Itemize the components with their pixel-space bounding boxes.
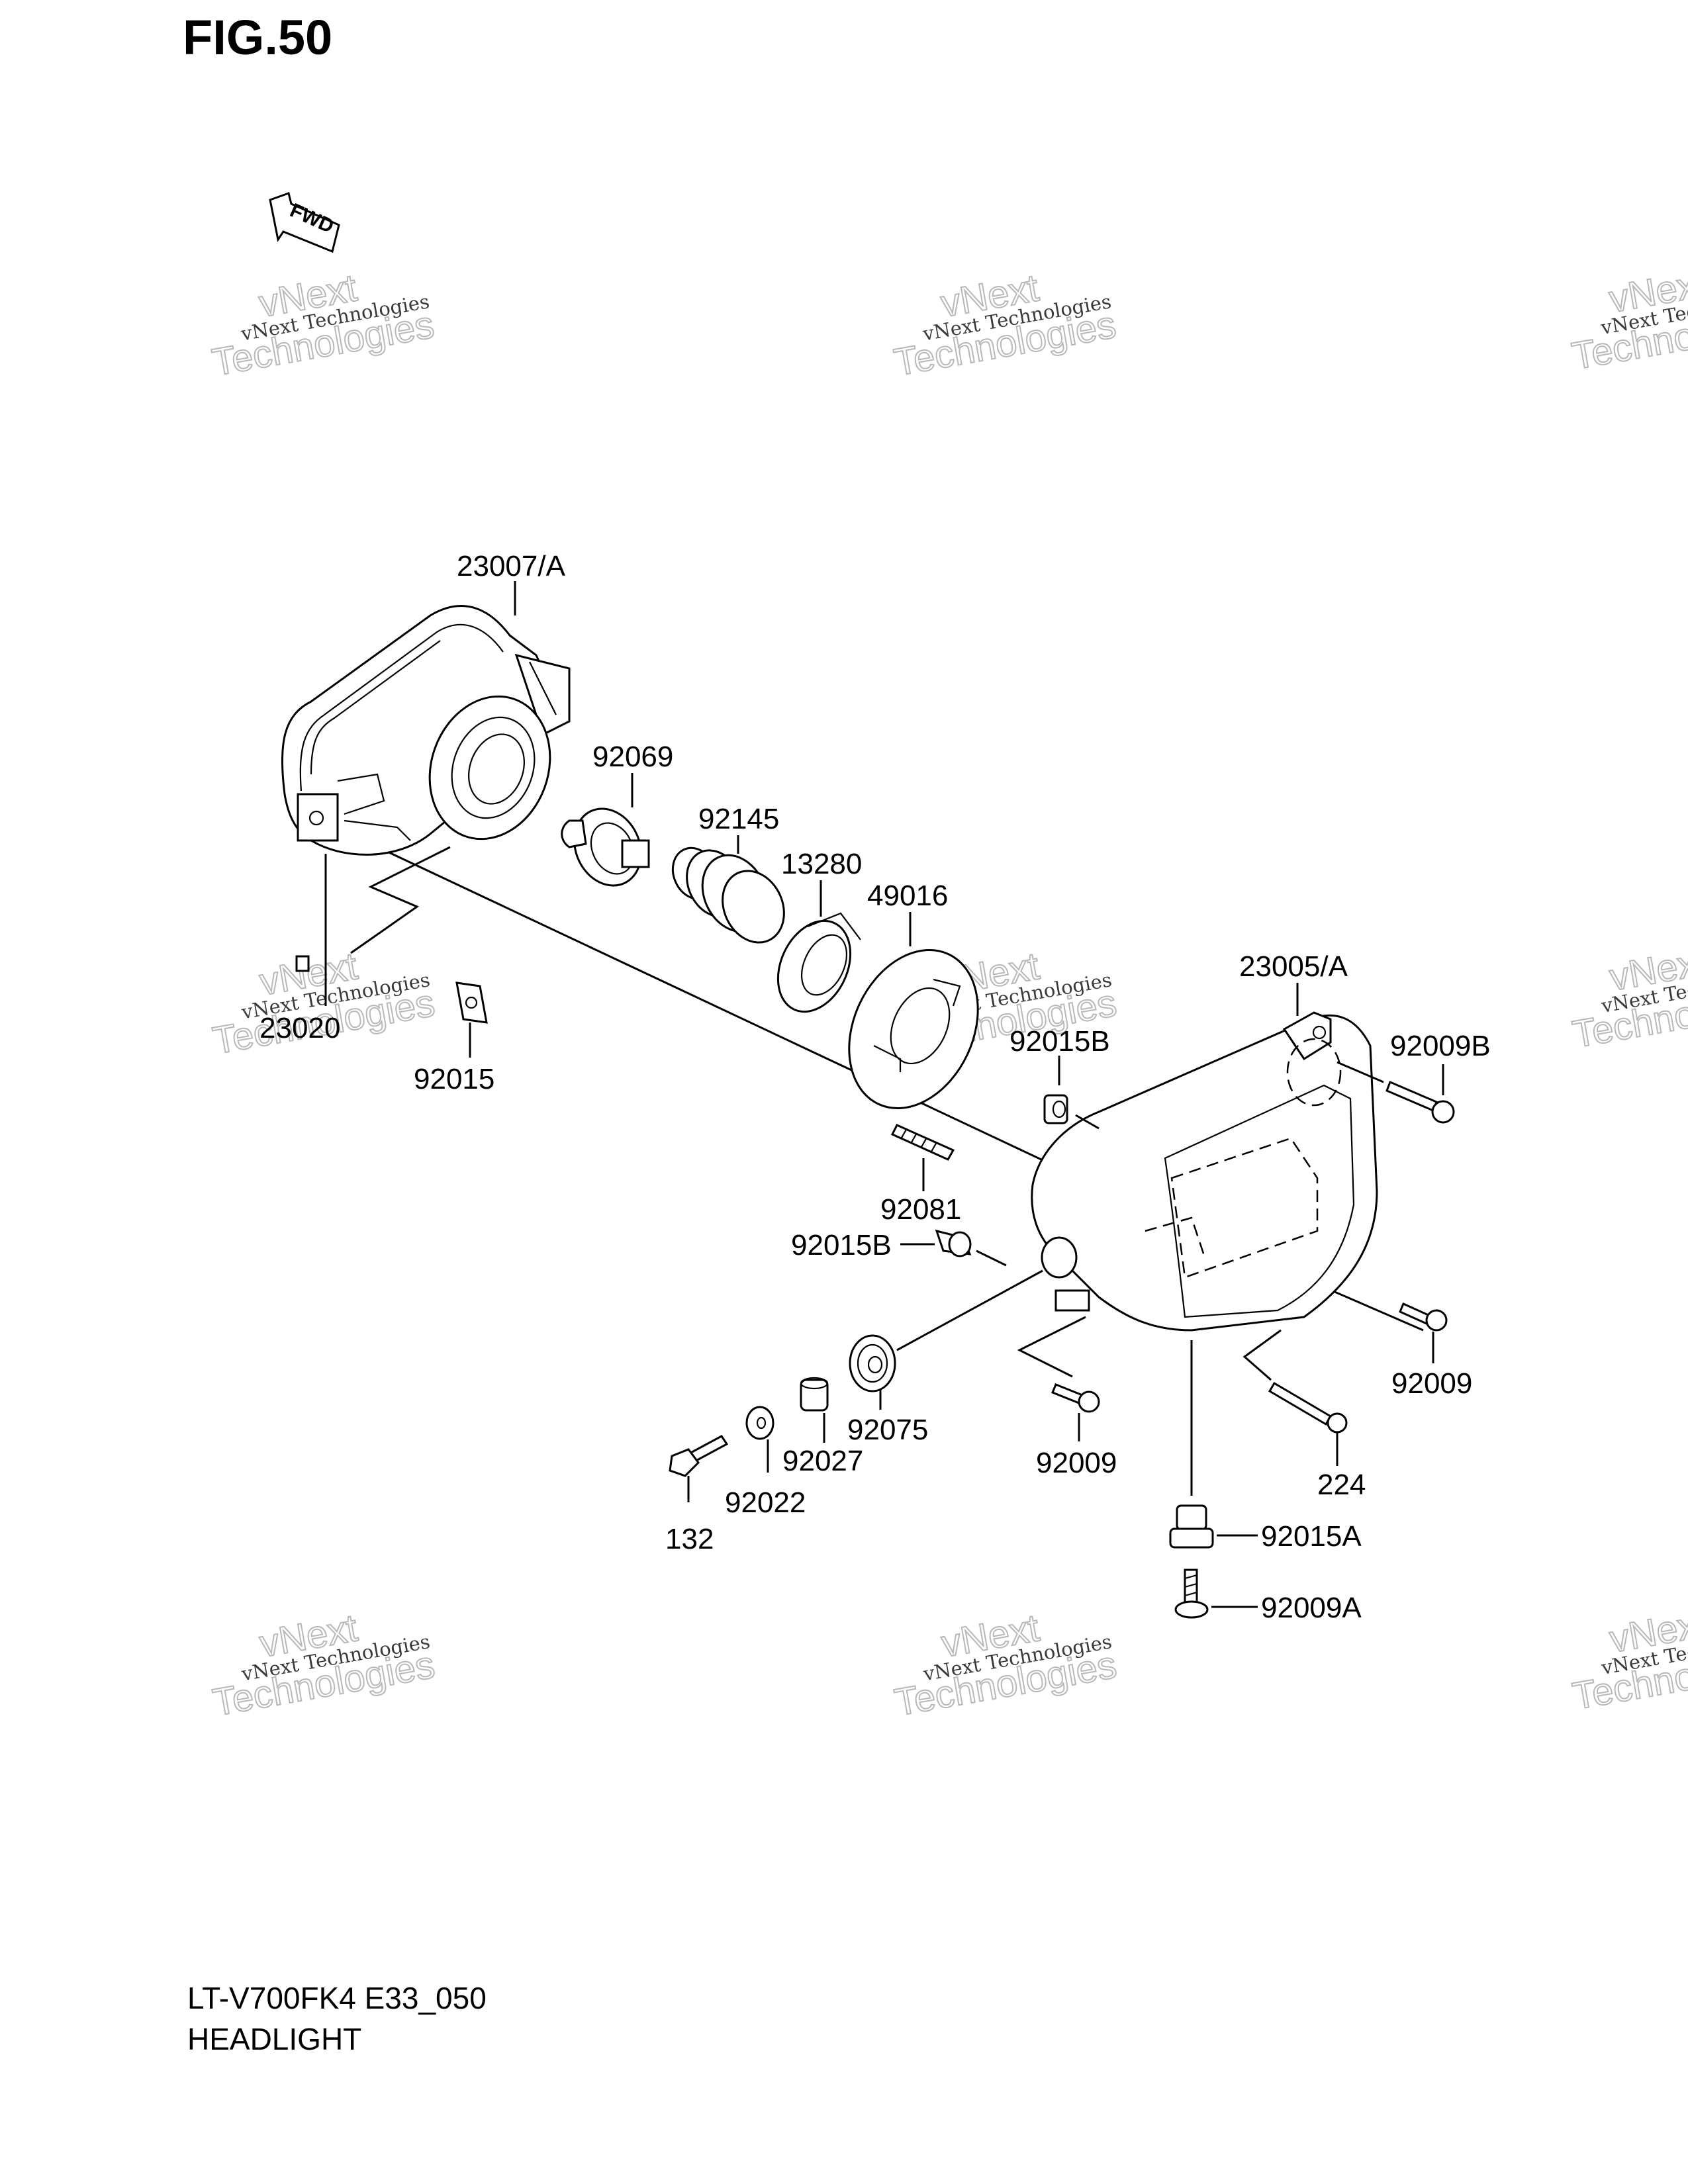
nut-92015 — [455, 981, 488, 1024]
leader-92009b-axis — [1336, 1061, 1384, 1083]
grommet-92075 — [849, 1334, 896, 1392]
label-92022: 92022 — [725, 1486, 806, 1519]
label-92081: 92081 — [880, 1193, 961, 1226]
screw-92009-right — [1399, 1302, 1448, 1332]
watermark: vNext Technologies vNext Technologies — [890, 265, 1120, 385]
footer-name: HEADLIGHT — [187, 2022, 361, 2056]
footer-model: LT-V700FK4 E33_050 — [187, 1981, 487, 2015]
watermark: vNext Technologies vNext Technologies — [1569, 939, 1688, 1057]
screw-92009b — [1385, 1081, 1455, 1124]
headlight-unit-23007a — [281, 605, 571, 856]
collar-92015a — [1169, 1504, 1214, 1549]
bulb-92069 — [561, 807, 650, 887]
label-224: 224 — [1317, 1469, 1366, 1501]
label-92009-right: 92009 — [1391, 1367, 1472, 1400]
watermark: vNext Technologies vNext Technologies — [209, 1606, 439, 1725]
clip-23020 — [295, 955, 310, 972]
label-92075: 92075 — [847, 1414, 928, 1446]
label-49016: 49016 — [867, 880, 948, 912]
bolt-132 — [669, 1435, 729, 1477]
stud-92081 — [890, 1124, 955, 1161]
label-92015: 92015 — [414, 1063, 494, 1095]
label-13280: 13280 — [781, 848, 862, 880]
watermark: vNext Technologies vNext Technologies — [1569, 1601, 1688, 1719]
leader-92009-left-bracket — [1017, 1316, 1086, 1378]
washer-92022 — [745, 1406, 774, 1440]
label-92145: 92145 — [698, 803, 779, 835]
watermark: vNext Technologies vNext Technologies — [209, 265, 438, 385]
leader-92075-axis — [896, 1269, 1043, 1351]
fwd-arrow-icon: FWD — [269, 192, 340, 253]
leader-92015b-mid-axis — [976, 1250, 1007, 1267]
watermark: vNext Technologies vNext Technologies — [891, 1606, 1121, 1725]
collar-92015b-mid — [935, 1229, 972, 1257]
label-92015a: 92015A — [1261, 1520, 1362, 1553]
label-92027: 92027 — [782, 1445, 863, 1477]
label-92015b-mid: 92015B — [791, 1229, 892, 1261]
label-92069: 92069 — [592, 741, 673, 773]
assembly-axis-line — [370, 842, 1053, 1166]
figure-title: FIG.50 — [183, 10, 332, 65]
label-23020: 23020 — [259, 1012, 340, 1044]
label-132: 132 — [665, 1523, 714, 1555]
screw-92009-left — [1051, 1383, 1100, 1413]
label-92009b: 92009B — [1390, 1030, 1491, 1062]
spring-92145 — [671, 846, 785, 944]
label-92009a: 92009A — [1261, 1592, 1362, 1624]
collar-92027 — [800, 1377, 829, 1412]
label-23005a: 23005/A — [1239, 950, 1348, 983]
leader-92015-bracket — [350, 846, 451, 954]
ring-13280 — [776, 912, 861, 1013]
leader-92015b-top-axis — [1075, 1114, 1100, 1130]
label-92009-left: 92009 — [1036, 1447, 1117, 1479]
leader-224-bracket — [1243, 1329, 1282, 1381]
cover-49016 — [848, 948, 979, 1110]
label-92015b-top: 92015B — [1009, 1025, 1110, 1058]
label-23007a: 23007/A — [457, 550, 566, 582]
housing-23005a — [1031, 1011, 1378, 1332]
collar-92015b-top — [1043, 1094, 1068, 1124]
screw-92009a — [1174, 1569, 1209, 1619]
screw-224 — [1268, 1381, 1348, 1433]
watermark: vNext Technologies vNext Technologies — [1568, 261, 1688, 379]
